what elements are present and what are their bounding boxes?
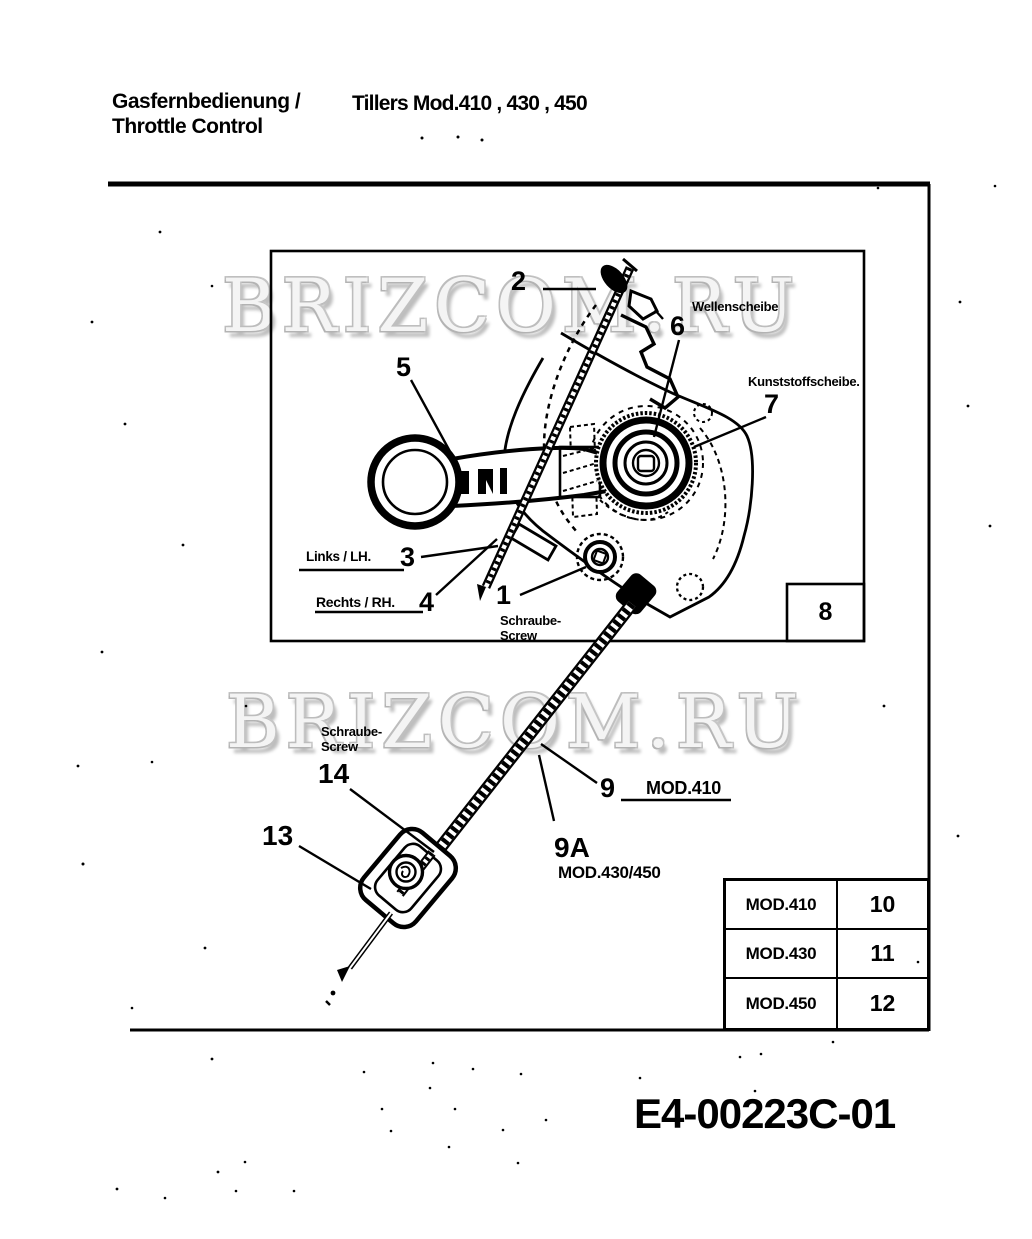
label-mod410: MOD.410 [646, 778, 721, 798]
throttle-lever-drawing [367, 434, 610, 530]
label-kunststoffscheibe: Kunststoffscheibe. [748, 374, 860, 389]
leader-lines [298, 287, 767, 891]
label-schraube-upper-line1: Schraube- [500, 613, 561, 628]
callout-9a: 9A [554, 832, 590, 863]
label-schraube-screw-lower: Schraube- Screw [321, 724, 382, 754]
callout-14: 14 [318, 758, 350, 789]
bolt-fitting-drawing [620, 288, 681, 411]
callout-6: 6 [670, 311, 686, 341]
pulley-hub-drawing [594, 411, 698, 515]
label-mod430-450: MOD.430/450 [558, 863, 661, 882]
callout-5: 5 [396, 352, 412, 382]
page-title-german: Gasfernbedienung / [112, 90, 301, 113]
label-schraube-lower-line2: Screw [321, 739, 358, 754]
callout-1: 1 [496, 580, 512, 610]
page-title-english: Throttle Control [112, 115, 263, 138]
table-cell-model-410: MOD.410 [726, 881, 838, 930]
callout-4: 4 [419, 587, 435, 617]
label-schraube-upper-line2: Screw [500, 628, 537, 643]
callout-13: 13 [262, 820, 294, 851]
drawing-number: E4-00223C-01 [634, 1090, 896, 1137]
label-schraube-lower-line1: Schraube- [321, 724, 382, 739]
callout-7: 7 [764, 389, 780, 419]
inner-diagram-box [269, 249, 866, 643]
callout-9: 9 [600, 773, 616, 803]
cable-clamp-drawing [325, 826, 459, 1006]
screw-drawing [575, 532, 625, 582]
model-reference-table: MOD.410 10 MOD.430 11 MOD.450 12 [723, 878, 930, 1031]
watermark-text-top: BRIZCOM.RU [222, 264, 801, 349]
table-cell-model-450: MOD.450 [726, 979, 838, 1028]
label-schraube-screw-upper: Schraube- Screw [500, 613, 561, 643]
underlines [299, 568, 731, 802]
callout-8: 8 [818, 598, 833, 626]
speckles [76, 135, 997, 1200]
callout-8-box: 8 [787, 584, 864, 641]
label-wellenscheibe: Wellenscheibe [692, 299, 779, 314]
control-rod-drawing [477, 257, 638, 601]
callout-3: 3 [400, 542, 416, 572]
label-links-lh: Links / LH. [306, 549, 371, 564]
part8-box-rect [785, 582, 866, 643]
table-cell-part-11: 11 [838, 930, 927, 979]
table-cell-part-12: 12 [869, 990, 896, 1016]
table-cell-model-430: MOD.430 [726, 930, 838, 979]
table-cell-part-10: 10 [838, 881, 927, 930]
page-subtitle-models: Tillers Mod.410 , 430 , 450 [352, 92, 588, 115]
label-rechts-rh: Rechts / RH. [316, 594, 395, 610]
callout-2: 2 [511, 266, 527, 296]
